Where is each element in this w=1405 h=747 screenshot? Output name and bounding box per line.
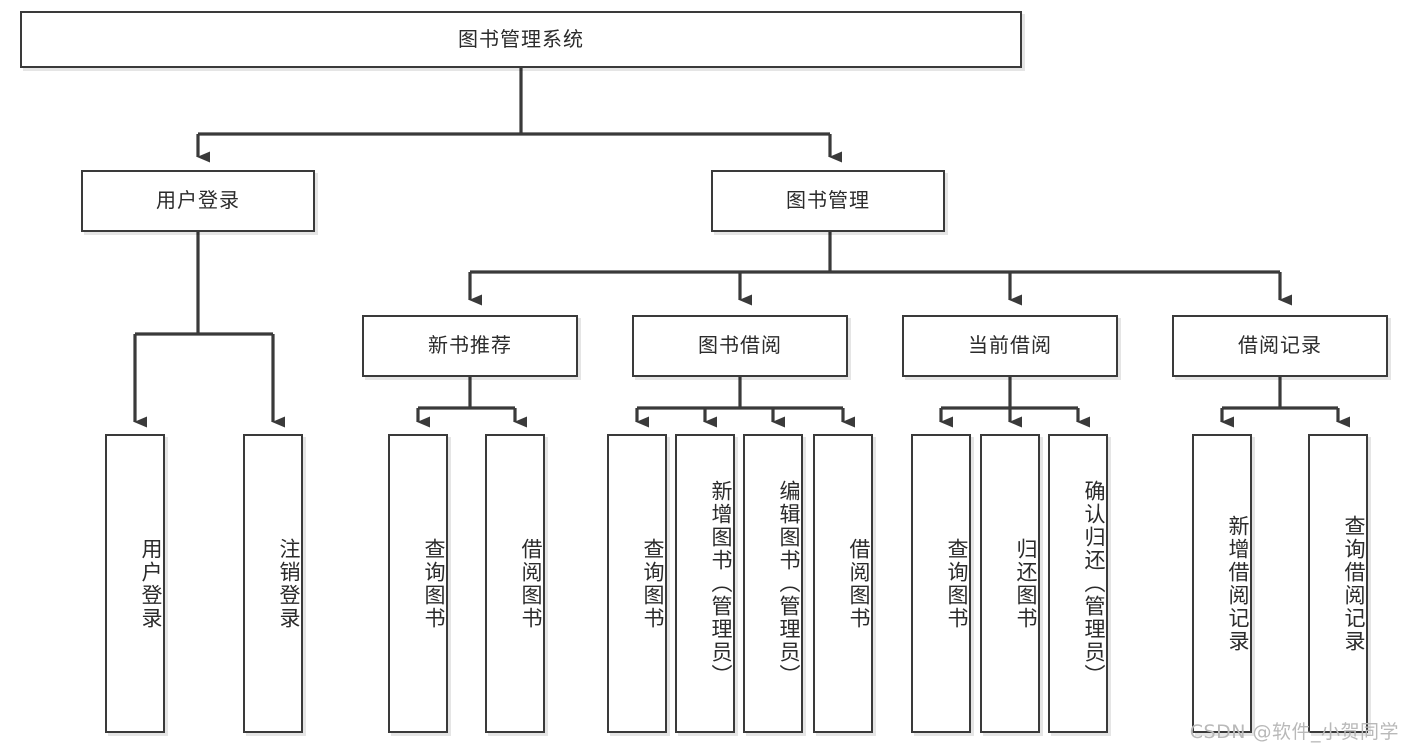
- node-book-borrow-label: 图书借阅: [698, 333, 782, 358]
- node-user-login[interactable]: 用户登录: [81, 170, 315, 232]
- node-leaf-query-book-3-label: 查询图书: [945, 537, 969, 630]
- node-leaf-query-book-2-label: 查询图书: [641, 537, 665, 630]
- node-leaf-query-book-3[interactable]: 查询图书: [911, 434, 971, 733]
- node-leaf-user-logout[interactable]: 注销登录: [243, 434, 303, 733]
- node-leaf-query-record-label: 查询借阅记录: [1342, 514, 1366, 653]
- node-leaf-user-login[interactable]: 用户登录: [105, 434, 165, 733]
- node-leaf-edit-book[interactable]: 编辑图书（管理员）: [743, 434, 803, 733]
- node-leaf-borrow-book-1-label: 借阅图书: [519, 537, 543, 630]
- node-leaf-query-book-1[interactable]: 查询图书: [388, 434, 448, 733]
- node-new-book-recommend[interactable]: 新书推荐: [362, 315, 578, 377]
- node-current-borrow-label: 当前借阅: [968, 333, 1052, 358]
- node-book-manage-label: 图书管理: [786, 188, 870, 213]
- node-borrow-record-label: 借阅记录: [1238, 333, 1322, 358]
- watermark: CSDN @软件_小贺同学: [1189, 721, 1399, 743]
- node-leaf-add-book-label: 新增图书（管理员）: [709, 480, 733, 687]
- node-leaf-user-login-label: 用户登录: [139, 537, 163, 630]
- node-leaf-borrow-book-1[interactable]: 借阅图书: [485, 434, 545, 733]
- node-leaf-user-logout-label: 注销登录: [277, 537, 301, 630]
- node-root[interactable]: 图书管理系统: [20, 11, 1022, 68]
- node-leaf-query-record[interactable]: 查询借阅记录: [1308, 434, 1368, 733]
- node-root-label: 图书管理系统: [458, 26, 584, 51]
- node-new-book-recommend-label: 新书推荐: [428, 333, 512, 358]
- node-leaf-return-book-label: 归还图书: [1014, 537, 1038, 630]
- node-leaf-add-record[interactable]: 新增借阅记录: [1192, 434, 1252, 733]
- node-leaf-borrow-book-2-label: 借阅图书: [847, 537, 871, 630]
- node-book-manage[interactable]: 图书管理: [711, 170, 945, 232]
- node-leaf-confirm-return-label: 确认归还（管理员）: [1082, 480, 1106, 687]
- node-leaf-return-book[interactable]: 归还图书: [980, 434, 1040, 733]
- node-leaf-confirm-return[interactable]: 确认归还（管理员）: [1048, 434, 1108, 733]
- node-leaf-edit-book-label: 编辑图书（管理员）: [777, 480, 801, 687]
- node-leaf-add-record-label: 新增借阅记录: [1226, 514, 1250, 653]
- node-current-borrow[interactable]: 当前借阅: [902, 315, 1118, 377]
- node-leaf-add-book[interactable]: 新增图书（管理员）: [675, 434, 735, 733]
- node-borrow-record[interactable]: 借阅记录: [1172, 315, 1388, 377]
- node-leaf-borrow-book-2[interactable]: 借阅图书: [813, 434, 873, 733]
- node-leaf-query-book-2[interactable]: 查询图书: [607, 434, 667, 733]
- node-user-login-label: 用户登录: [156, 188, 240, 213]
- node-leaf-query-book-1-label: 查询图书: [422, 537, 446, 630]
- node-book-borrow[interactable]: 图书借阅: [632, 315, 848, 377]
